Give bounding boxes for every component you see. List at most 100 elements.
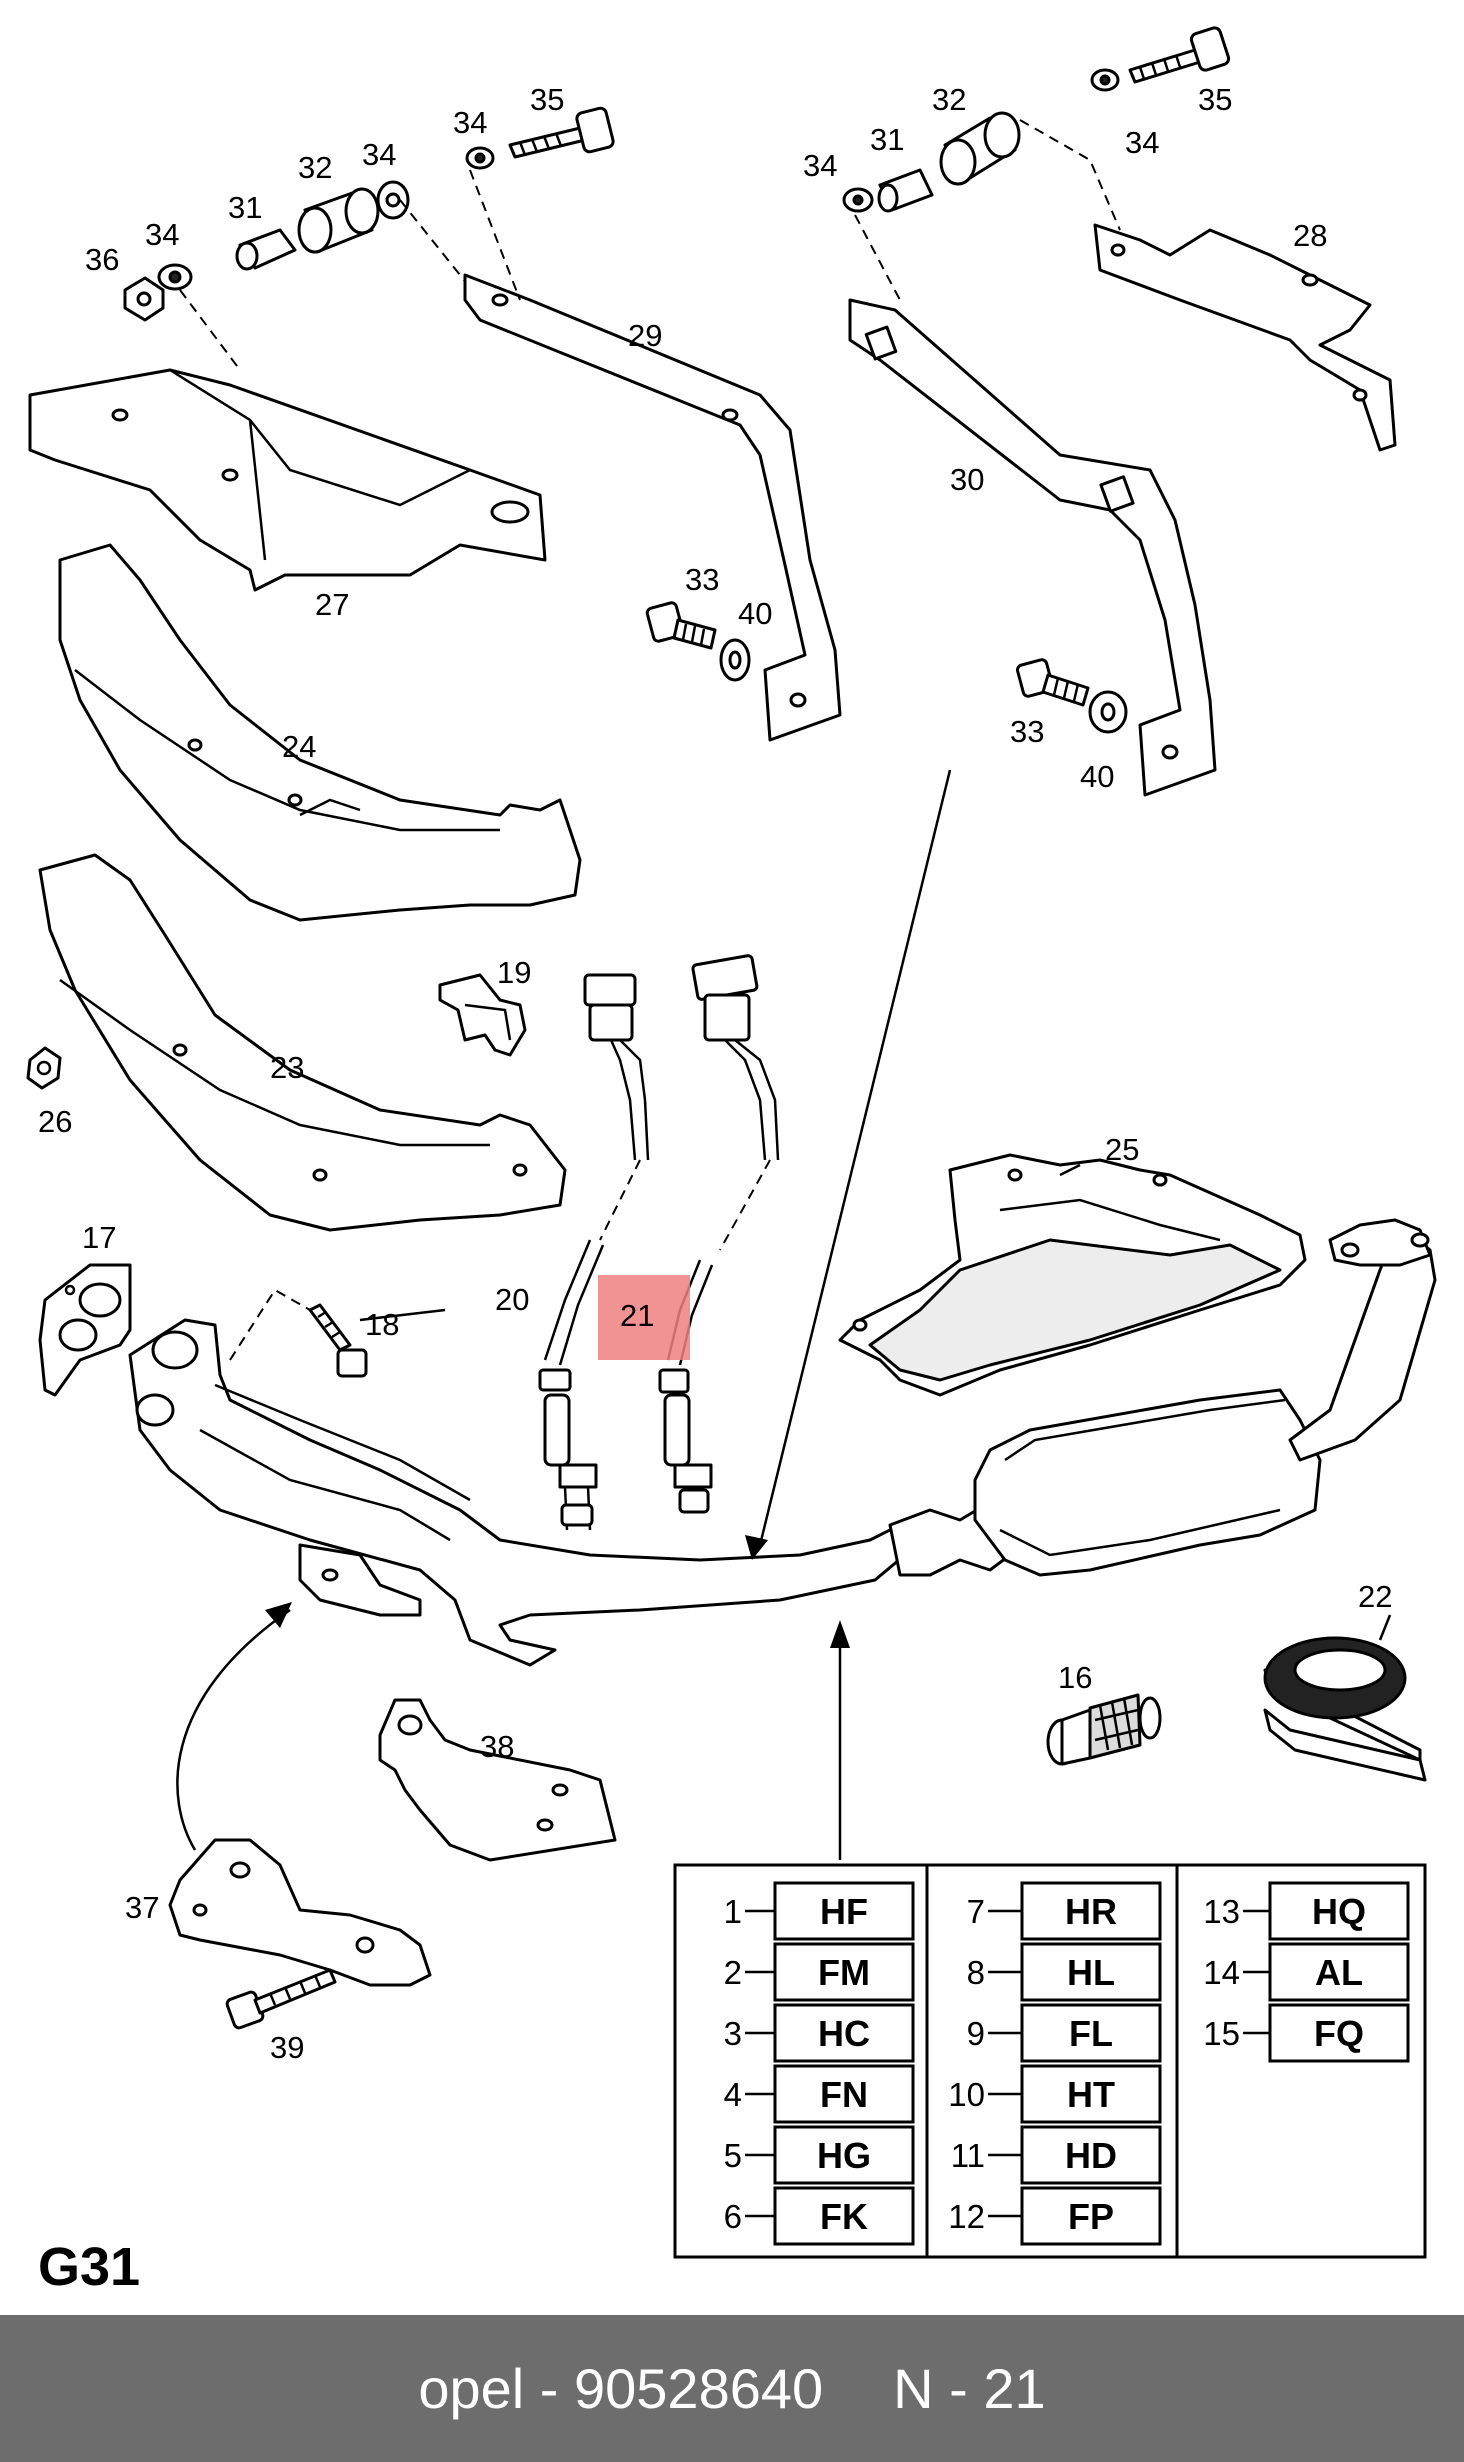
callout-21-highlight: [598, 1275, 690, 1360]
code-row-number: 10: [948, 2076, 985, 2113]
code-row-number: 7: [967, 1893, 985, 1930]
code-row-number: 2: [724, 1954, 742, 1991]
callout-34: 34: [145, 217, 179, 252]
callout-18: 18: [365, 1307, 399, 1342]
code-box: [1020, 2125, 1162, 2185]
code-row-number: 13: [1203, 1893, 1240, 1930]
bracket-29: [463, 106, 842, 742]
code-value: FQ: [1314, 2013, 1364, 2054]
oxygen-sensor-21: [658, 954, 780, 1514]
bracket-27: [28, 368, 547, 592]
callout-17: 17: [82, 1220, 116, 1255]
code-row-number: 12: [948, 2198, 985, 2235]
bracket-38: [378, 1698, 617, 1862]
code-box: [773, 1942, 915, 2002]
code-box: [1020, 2003, 1162, 2063]
leader-lines: [359, 1163, 1392, 1641]
code-row-number: 1: [724, 1893, 742, 1930]
brand-name: opel: [418, 2357, 525, 2420]
part-info-footer: opel - 90528640 N - 21: [0, 2315, 1464, 2462]
rubber-mount-set-left: [123, 180, 481, 371]
callout-33: 33: [1010, 714, 1044, 749]
code-box: [1020, 1881, 1162, 1941]
code-row-number: 9: [967, 2015, 985, 2052]
code-value: HF: [820, 1891, 868, 1932]
exhaust-parts-diagram: 36 34 31 32 34 34 35 27 29 33 40 34 31 3…: [26, 26, 1437, 2297]
bolt-18: [229, 1288, 368, 1378]
code-value: FP: [1068, 2196, 1114, 2237]
code-row-number: 8: [967, 1954, 985, 1991]
callout-22: 22: [1358, 1579, 1392, 1614]
heat-shield-25: [838, 1153, 1307, 1397]
callout-31: 31: [870, 122, 904, 157]
callout-35: 35: [1198, 82, 1232, 117]
code-box: [1268, 2003, 1410, 2063]
bolt-33-washer-40-right: [1015, 658, 1128, 734]
callout-23: 23: [270, 1050, 304, 1085]
code-box: [1268, 1881, 1410, 1941]
code-value: FN: [820, 2074, 868, 2115]
heat-shield-23: [38, 853, 567, 1232]
callout-30: 30: [950, 462, 984, 497]
code-row-number: 4: [724, 2076, 742, 2113]
callout-24: 24: [282, 729, 316, 764]
code-row-number: 6: [724, 2198, 742, 2235]
code-value: FL: [1069, 2013, 1113, 2054]
code-box: [773, 1881, 915, 1941]
code-box: [1020, 2186, 1162, 2246]
exhaust-pipe-assembly: [128, 1218, 1437, 1667]
pointer-arrows: [176, 769, 952, 1860]
clamp-16: [1046, 1693, 1162, 1766]
code-row-number: 11: [951, 2137, 985, 2174]
reference-number: N - 21: [893, 2357, 1046, 2420]
callout-29: 29: [628, 318, 662, 353]
code-value: HG: [817, 2135, 871, 2176]
code-box: [773, 2064, 915, 2124]
bolt-39: [225, 1968, 337, 2030]
part-number: 90528640: [574, 2357, 824, 2420]
separator: -: [539, 2357, 559, 2420]
callout-39: 39: [270, 2030, 304, 2065]
bracket-30: [842, 111, 1217, 797]
code-box: [773, 2125, 915, 2185]
callout-33: 33: [685, 562, 719, 597]
code-box: [1020, 2064, 1162, 2124]
callout-19: 19: [497, 955, 531, 990]
callout-26: 26: [38, 1104, 72, 1139]
code-row-number: 14: [1203, 1954, 1240, 1991]
callout-21: 21: [620, 1298, 654, 1333]
code-box: [773, 2003, 915, 2063]
code-value: HR: [1065, 1891, 1117, 1932]
bolt-33-washer-40-left: [645, 601, 751, 682]
clip-19: [438, 973, 527, 1057]
code-row-number: 5: [724, 2137, 742, 2174]
callout-labels: 36 34 31 32 34 34 35 27 29 33 40 34 31 3…: [38, 82, 1392, 2065]
callout-25: 25: [1105, 1132, 1139, 1167]
callout-28: 28: [1293, 218, 1327, 253]
callout-32: 32: [298, 150, 332, 185]
callout-34: 34: [362, 137, 396, 172]
code-value: FM: [818, 1952, 870, 1993]
code-box: [1020, 1942, 1162, 2002]
wrap-tape-22: [1263, 1636, 1427, 1782]
callout-16: 16: [1058, 1660, 1092, 1695]
nut-26: [26, 1046, 62, 1090]
code-value: FK: [820, 2196, 868, 2237]
bracket-28: [1090, 26, 1397, 452]
callout-40: 40: [738, 596, 772, 631]
code-box: [773, 2186, 915, 2246]
oxygen-sensor-20: [538, 973, 650, 1531]
code-value: HQ: [1312, 1891, 1366, 1932]
code-row-number: 15: [1203, 2015, 1240, 2052]
callout-31: 31: [228, 190, 262, 225]
callout-34: 34: [803, 148, 837, 183]
code-value: HL: [1067, 1952, 1115, 1993]
callout-38: 38: [480, 1729, 514, 1764]
callout-34: 34: [1125, 125, 1159, 160]
heat-shield-24: [58, 543, 582, 922]
callout-35: 35: [530, 82, 564, 117]
code-box: [1268, 1942, 1410, 2002]
